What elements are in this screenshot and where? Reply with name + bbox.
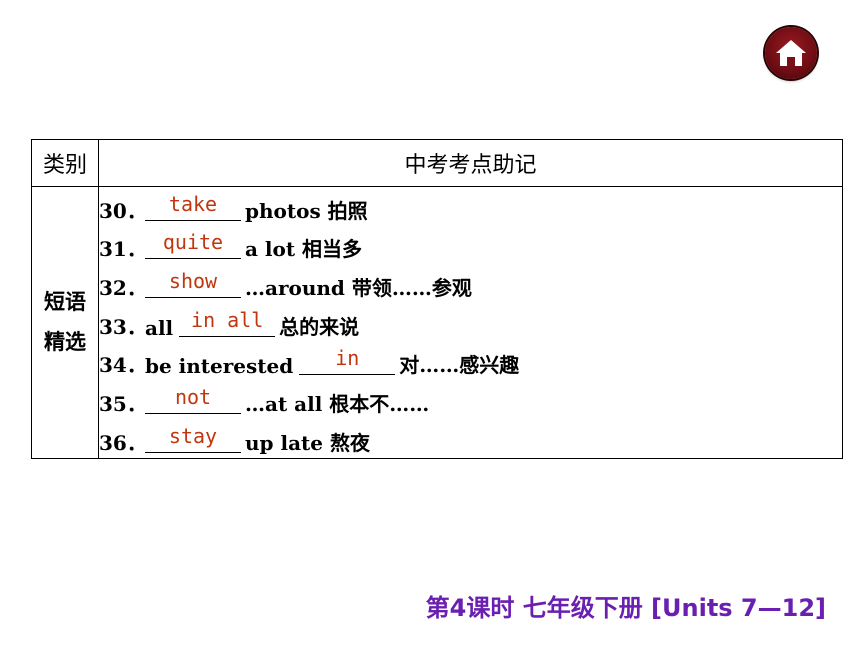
item-prefix-text: all (145, 315, 174, 340)
item-suffix-text: …at all 根本不…… (245, 392, 430, 417)
answer-text: stay (168, 423, 218, 448)
answer-blank: take (145, 192, 241, 221)
category-line-2: 精选 (44, 330, 86, 355)
item-suffix-text: 总的来说 (279, 314, 360, 339)
list-item: 33．all in all 总的来说 (99, 303, 842, 342)
home-button[interactable] (765, 27, 817, 79)
list-item: 30． take photos 拍照 (99, 187, 842, 226)
category-line-1: 短语 (44, 290, 86, 315)
answer-blank: in all (179, 308, 276, 337)
item-suffix-text: a lot 相当多 (245, 237, 363, 262)
item-number: 35． (99, 392, 147, 417)
answer-text: show (168, 269, 218, 294)
answer-blank: not (145, 385, 241, 415)
answer-blank: show (145, 269, 241, 299)
item-number: 33． (99, 314, 147, 339)
table-body-row: 短语 精选 30． take photos 拍照 31． quite a lot 相当… (31, 186, 843, 459)
item-suffix-text: photos 拍照 (245, 198, 368, 223)
category-cell: 短语 精选 (31, 186, 99, 459)
header-category: 类别 (31, 139, 99, 187)
list-item: 35． not …at all 根本不…… (99, 380, 842, 419)
phrase-table: 类别 中考考点助记 短语 精选 30． take photos 拍照 31． quit… (31, 139, 843, 459)
answer-blank: stay (145, 424, 241, 453)
item-number: 30． (99, 198, 147, 223)
item-prefix-text: be interested (145, 354, 294, 379)
item-number: 36． (99, 430, 147, 455)
answer-text: in all (191, 307, 264, 332)
item-number: 32． (99, 276, 147, 301)
phrase-list: 30． take photos 拍照 31． quite a lot 相当多 32． sh… (99, 187, 842, 458)
item-number: 34． (99, 353, 147, 378)
items-cell: 30． take photos 拍照 31． quite a lot 相当多 32． sh… (98, 186, 843, 459)
list-item: 31． quite a lot 相当多 (99, 226, 842, 265)
home-icon (776, 40, 806, 66)
list-item: 32． show …around 带领……参观 (99, 264, 842, 303)
answer-text: not (174, 385, 212, 410)
answer-blank: quite (145, 230, 241, 260)
item-suffix-text: 对……感兴趣 (399, 353, 520, 378)
answer-text: take (168, 191, 218, 216)
answer-text: quite (162, 230, 224, 255)
footer-lesson-info: 第4课时 七年级下册 [Units 7—12] (425, 594, 826, 622)
list-item: 34．be interested in 对……感兴趣 (99, 342, 842, 381)
answer-blank: in (299, 346, 396, 376)
item-suffix-text: …around 带领……参观 (245, 276, 472, 301)
answer-text: in (335, 346, 360, 371)
list-item: 36． stay up late 熬夜 (99, 419, 842, 458)
item-number: 31． (99, 237, 147, 262)
table-header-row: 类别 中考考点助记 (31, 139, 843, 187)
item-suffix-text: up late 熬夜 (245, 430, 370, 455)
header-main: 中考考点助记 (98, 139, 843, 187)
